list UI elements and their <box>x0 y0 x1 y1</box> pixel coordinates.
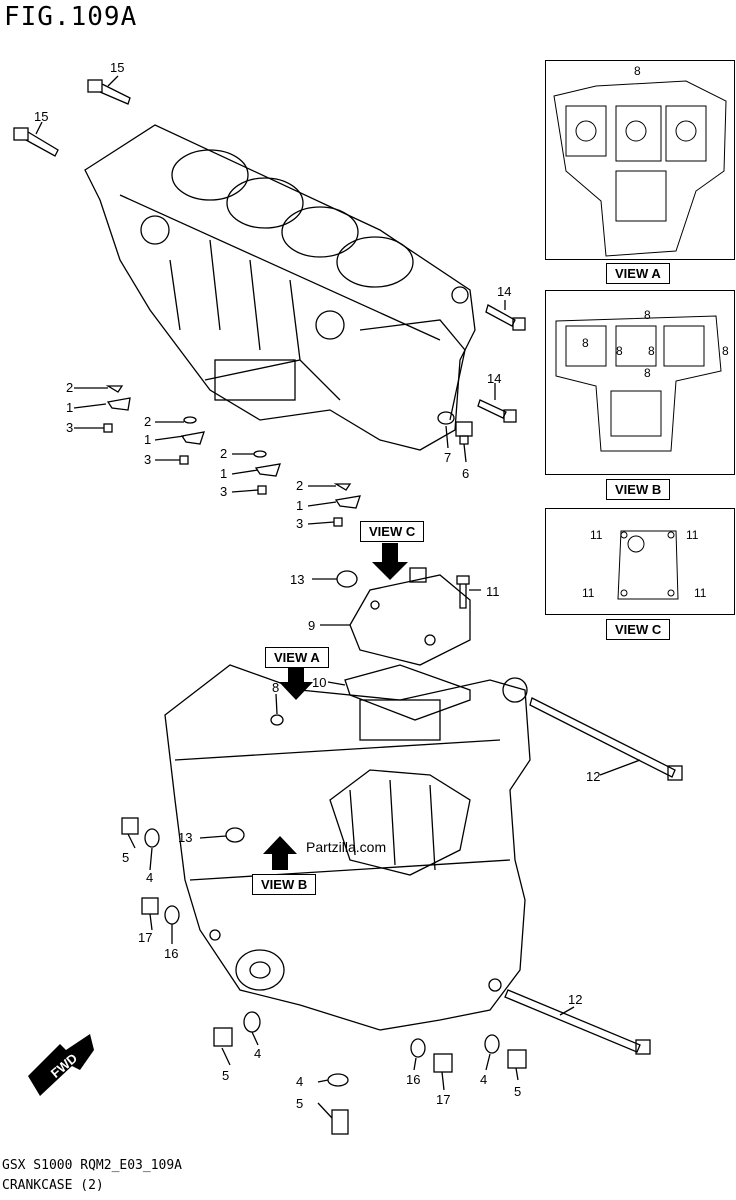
callout-1-c: 1 <box>220 466 227 481</box>
plug-17-bottom <box>410 1038 453 1073</box>
inset-b-caption: VIEW B <box>606 479 671 500</box>
footer-code: GSX S1000 RQM2_E03_109A <box>2 1158 183 1173</box>
inset-view-c: 11 11 11 11 <box>545 508 735 615</box>
gasket-10 <box>344 664 471 721</box>
view-a-arrow <box>279 665 313 700</box>
callout-13-b: 13 <box>178 830 192 845</box>
inset-a-label-8: 8 <box>634 64 641 78</box>
callout-5-a: 5 <box>122 850 129 865</box>
callout-16-b: 16 <box>406 1072 420 1087</box>
callout-10: 10 <box>312 675 326 690</box>
plug-5-left-upper <box>121 817 160 848</box>
inset-view-a: 8 <box>545 60 735 260</box>
callout-8: 8 <box>272 680 279 695</box>
callout-11: 11 <box>486 584 500 599</box>
washer-13-upper <box>336 570 358 588</box>
callout-15-b: 15 <box>34 109 48 124</box>
oil-jet-group-1 <box>103 385 131 433</box>
long-bolt-12-lower <box>504 989 651 1055</box>
washer-13-lower <box>225 827 245 843</box>
callout-5-d: 5 <box>514 1084 521 1099</box>
inset-a-caption: VIEW A <box>606 263 670 284</box>
view-a-caption: VIEW A <box>265 647 329 668</box>
callout-3-a: 3 <box>66 420 73 435</box>
bolt-15-upper <box>87 79 131 105</box>
callout-17-a: 17 <box>138 930 152 945</box>
inset-b-label-8-c: 8 <box>616 344 623 358</box>
upper-crankcase <box>84 124 476 451</box>
plug-5-bottom-left <box>213 1011 261 1047</box>
callout-1-b: 1 <box>144 432 151 447</box>
callout-9: 9 <box>308 618 315 633</box>
bolt-15-lower <box>13 127 59 157</box>
inset-b-label-8-d: 8 <box>648 344 655 358</box>
bolt-14-lower <box>477 399 517 423</box>
inset-b-label-8-b: 8 <box>582 336 589 350</box>
bolt-11 <box>456 575 470 609</box>
view-c-caption: VIEW C <box>360 521 425 542</box>
callout-3-d: 3 <box>296 516 303 531</box>
callout-5-b: 5 <box>222 1068 229 1083</box>
callout-6: 6 <box>462 466 469 481</box>
watermark: Partzilla.com <box>306 839 386 855</box>
inset-c-label-11-a: 11 <box>590 528 603 542</box>
view-arrows <box>28 543 408 1096</box>
callout-13-a: 13 <box>290 572 304 587</box>
callout-14-a: 14 <box>497 284 511 299</box>
callout-4-a: 4 <box>146 870 153 885</box>
inset-b-label-8-f: 8 <box>644 366 651 380</box>
drain-plug-5 <box>327 1073 349 1135</box>
lower-crankcase <box>164 664 531 1031</box>
inset-b-label-8-e: 8 <box>722 344 729 358</box>
plug-17-left <box>141 897 180 925</box>
inset-c-label-11-d: 11 <box>694 586 707 600</box>
callout-2-c: 2 <box>220 446 227 461</box>
callout-16-a: 16 <box>164 946 178 961</box>
callout-4-d: 4 <box>480 1072 487 1087</box>
oil-jet-group-4 <box>333 483 361 527</box>
callout-1-d: 1 <box>296 498 303 513</box>
callout-4-b: 4 <box>254 1046 261 1061</box>
oil-jet-group-3 <box>253 450 281 495</box>
inset-c-label-11-c: 11 <box>582 586 595 600</box>
footer-name: CRANKCASE (2) <box>2 1178 104 1193</box>
callout-2-d: 2 <box>296 478 303 493</box>
callout-14-b: 14 <box>487 371 501 386</box>
inset-b-label-8-a: 8 <box>644 308 651 322</box>
callout-7: 7 <box>444 450 451 465</box>
view-b-arrow <box>263 836 297 870</box>
plug-5-bottom-right <box>484 1034 527 1069</box>
callout-2-a: 2 <box>66 380 73 395</box>
fwd-arrow <box>28 1034 94 1096</box>
callout-17-b: 17 <box>436 1092 450 1107</box>
callout-3-c: 3 <box>220 484 227 499</box>
plug-6 <box>455 421 473 445</box>
callout-15-a: 15 <box>110 60 124 75</box>
view-c-arrow <box>372 543 408 580</box>
callout-4-c: 4 <box>296 1074 303 1089</box>
bolt-14-upper <box>485 304 526 331</box>
washer-7 <box>437 411 455 425</box>
figure-title: FIG.109A <box>4 2 138 32</box>
callout-2-b: 2 <box>144 414 151 429</box>
callout-1-a: 1 <box>66 400 73 415</box>
oil-jet-group-2 <box>179 416 205 465</box>
inset-c-caption: VIEW C <box>606 619 671 640</box>
view-b-caption: VIEW B <box>252 874 317 895</box>
inset-c-label-11-b: 11 <box>686 528 699 542</box>
inset-view-b: 8 8 8 8 8 8 <box>545 290 735 475</box>
long-bolt-12-upper <box>529 697 683 781</box>
callout-12-b: 12 <box>568 992 582 1007</box>
callout-3-b: 3 <box>144 452 151 467</box>
dowel-8 <box>270 714 284 726</box>
callout-12-a: 12 <box>586 769 600 784</box>
callout-5-c: 5 <box>296 1096 303 1111</box>
cover-9 <box>349 567 471 666</box>
